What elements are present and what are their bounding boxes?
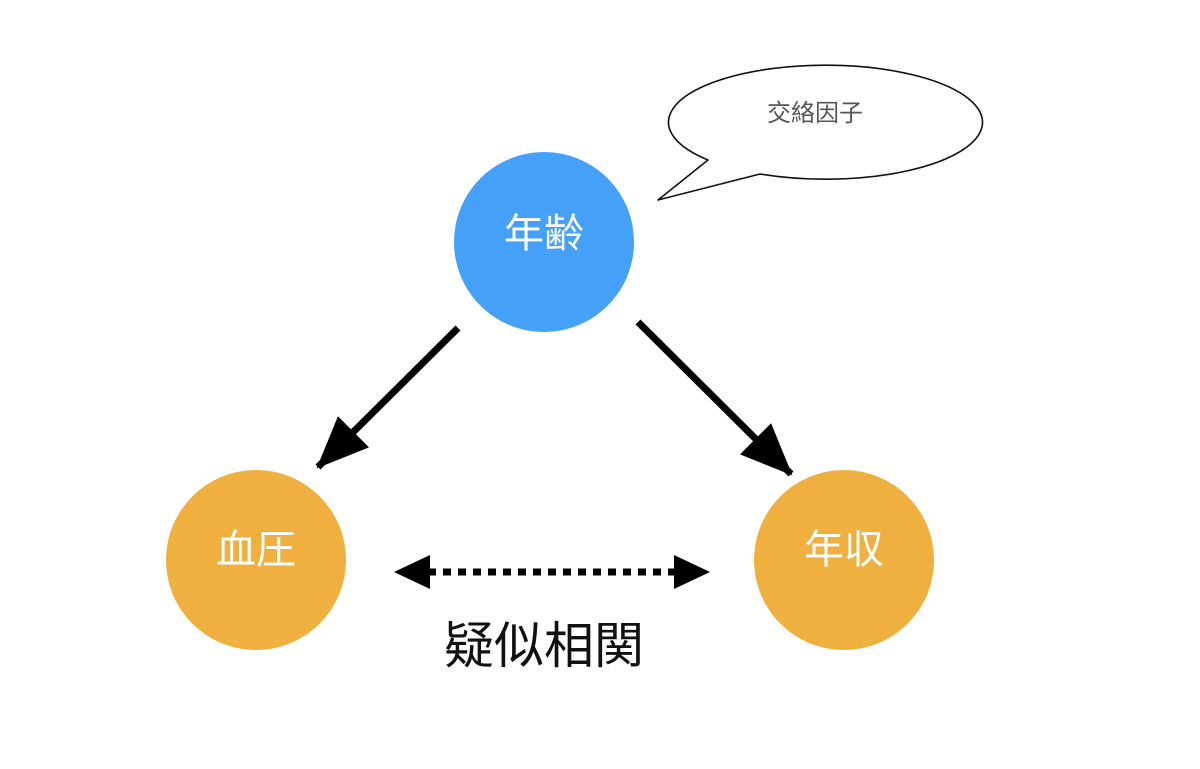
callout-bubble: 交絡因子: [657, 64, 984, 201]
node-income: 年収: [754, 470, 934, 650]
node-age: 年齢: [454, 152, 634, 332]
arrow-age-to-income: [635, 319, 794, 477]
left-arrowhead: [394, 555, 430, 589]
node-blood-pressure-label: 血圧: [216, 527, 296, 573]
node-income-label: 年収: [804, 527, 884, 573]
node-income-circle: [754, 470, 934, 650]
callout-label: 交絡因子: [767, 99, 863, 127]
node-blood-pressure-circle: [166, 470, 346, 650]
arrow-age-to-blood-pressure: [315, 325, 461, 470]
node-blood-pressure: 血圧: [166, 470, 346, 650]
node-age-label: 年齢: [504, 211, 584, 257]
spurious-correlation-label: 疑似相関: [444, 617, 644, 675]
right-arrowhead: [674, 555, 710, 589]
callout-bubble-shape: [657, 64, 984, 201]
spurious-correlation-arrow: [394, 555, 710, 589]
node-age-circle: [454, 152, 634, 332]
